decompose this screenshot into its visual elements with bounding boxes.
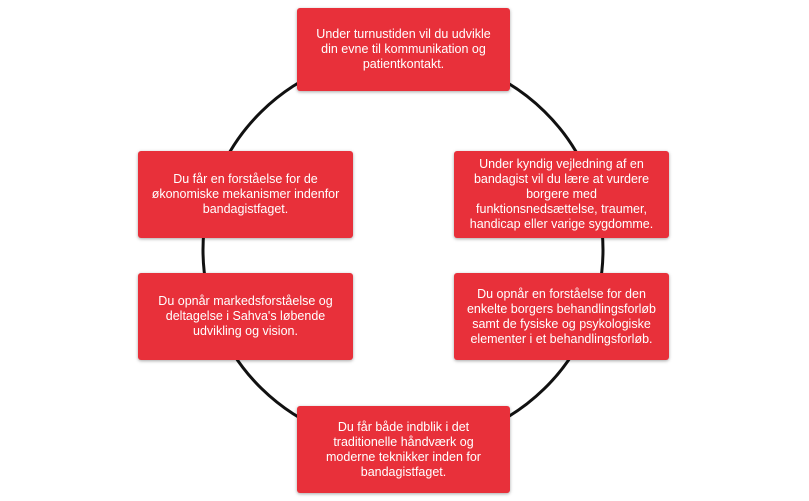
diagram-box-left-lower-text: Du opnår markedsforståelse og deltagelse… (158, 294, 333, 338)
diagram-box-top-text: Under turnustiden vil du udvikle din evn… (316, 27, 491, 71)
diagram-box-bottom-text: Du får både indblik i det traditionelle … (326, 419, 481, 479)
diagram-box-left-lower: Du opnår markedsforståelse og deltagelse… (138, 273, 353, 360)
diagram-box-right-upper-text: Under kyndig vejledning af en bandagist … (469, 157, 654, 231)
diagram-box-right-lower-text: Du opnår en forståelse for den enkelte b… (466, 286, 656, 346)
diagram-box-top: Under turnustiden vil du udvikle din evn… (297, 8, 510, 91)
diagram-box-bottom: Du får både indblik i det traditionelle … (297, 406, 510, 493)
diagram-box-left-upper-text: Du får en forståelse for de økonomiske m… (151, 172, 340, 216)
diagram-box-left-upper: Du får en forståelse for de økonomiske m… (138, 151, 353, 238)
diagram-box-right-upper: Under kyndig vejledning af en bandagist … (454, 151, 669, 238)
diagram-box-right-lower: Du opnår en forståelse for den enkelte b… (454, 273, 669, 360)
